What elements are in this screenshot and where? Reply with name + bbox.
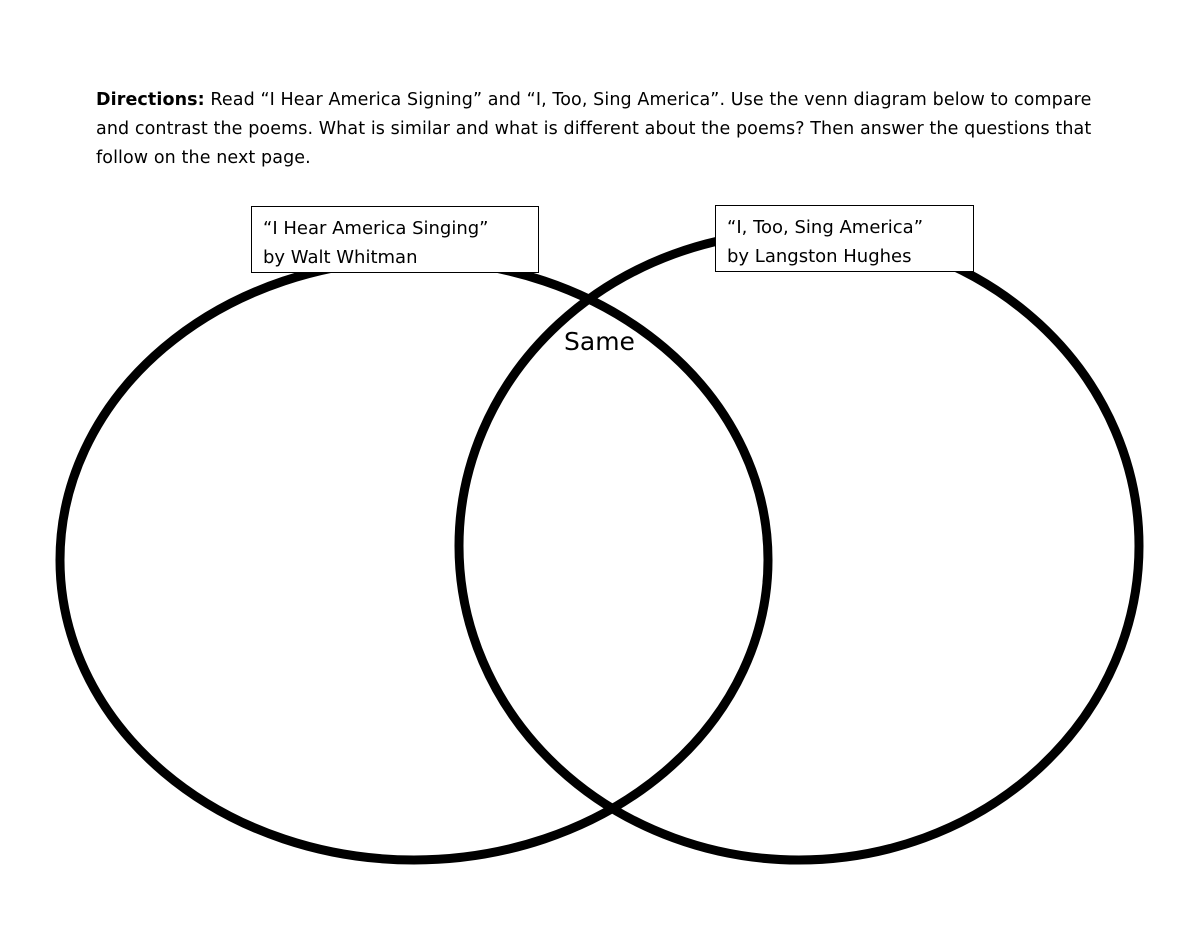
directions-lead: Directions: xyxy=(96,90,205,110)
right-poem-title: “I, Too, Sing America” xyxy=(727,217,924,238)
right-poem-box: “I, Too, Sing America” by Langston Hughe… xyxy=(715,205,974,272)
left-poem-box: “I Hear America Singing” by Walt Whitman xyxy=(251,206,539,273)
directions-text: Directions: Read “I Hear America Signing… xyxy=(96,86,1126,173)
directions-body: Read “I Hear America Signing” and “I, To… xyxy=(96,90,1092,168)
venn-circle-left xyxy=(55,255,773,865)
venn-circle-right xyxy=(454,227,1144,865)
left-poem-title: “I Hear America Singing” xyxy=(263,218,489,239)
right-poem-author: by Langston Hughes xyxy=(727,246,912,267)
left-poem-author: by Walt Whitman xyxy=(263,247,418,268)
overlap-label: Same xyxy=(564,327,635,356)
